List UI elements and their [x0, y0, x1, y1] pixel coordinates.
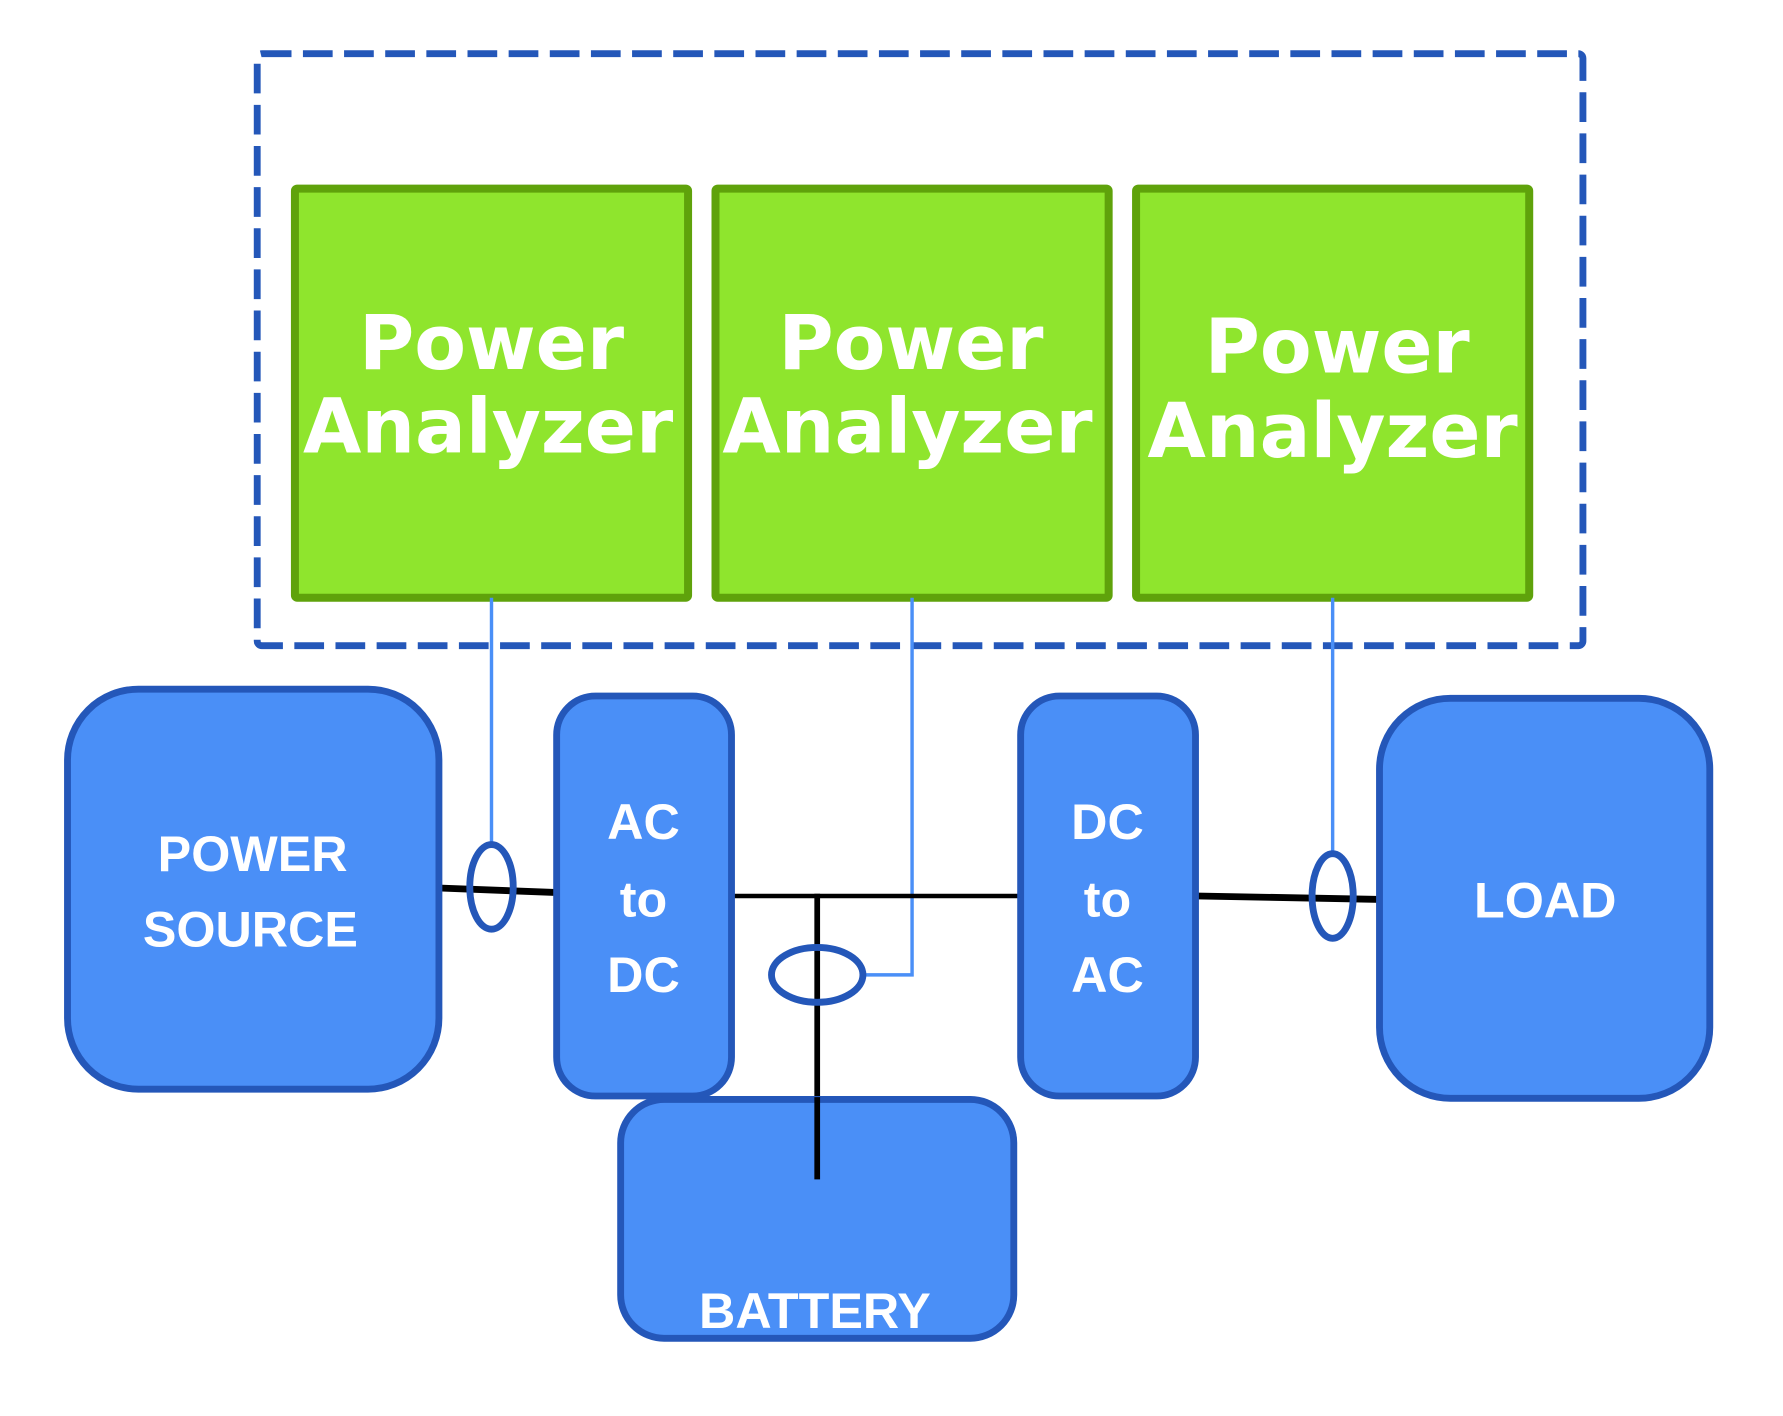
analyzer-group-boundary — [253, 50, 1587, 650]
battery-block[interactable]: BATTERY — [617, 1096, 1018, 1342]
ac-to-dc-converter-block[interactable]: AC to DC — [553, 692, 735, 1100]
dc-ac-label-line3: AC — [1071, 946, 1144, 1003]
power-analyzer-1[interactable]: Power Analyzer — [290, 184, 693, 602]
current-probe-1-icon — [466, 841, 517, 933]
analyzer-3-label-line1: Power — [1205, 303, 1470, 391]
analyzer-3-label-line2: Analyzer — [1148, 387, 1518, 475]
analyzer-1-label-line1: Power — [359, 299, 624, 387]
power-source-label-line1: POWER — [158, 825, 348, 882]
load-block[interactable]: LOAD — [1376, 694, 1714, 1102]
load-label: LOAD — [1474, 872, 1616, 929]
current-probe-2-icon — [768, 943, 867, 1006]
current-probe-3-icon — [1308, 850, 1357, 942]
dc-to-ac-converter-block[interactable]: DC to AC — [1017, 692, 1199, 1100]
power-analyzer-2[interactable]: Power Analyzer — [711, 184, 1113, 602]
analyzer-2-label-line1: Power — [778, 299, 1043, 387]
battery-label: BATTERY — [699, 1282, 931, 1339]
power-line-source-to-acdc — [438, 884, 558, 896]
analyzer-2-label-line2: Analyzer — [722, 383, 1092, 471]
ac-dc-label-line3: DC — [607, 946, 680, 1003]
ac-dc-label-line1: AC — [607, 793, 680, 850]
dc-ac-label-line2: to — [1084, 871, 1131, 928]
power-source-label-line2: SOURCE — [143, 900, 358, 957]
dc-ac-label-line1: DC — [1071, 793, 1144, 850]
ac-dc-label-line2: to — [620, 871, 667, 928]
power-analyzer-3[interactable]: Power Analyzer — [1132, 184, 1534, 602]
analyzer-1-label-line2: Analyzer — [303, 383, 673, 471]
power-source-block[interactable]: POWER SOURCE — [64, 685, 443, 1093]
probe-line-2 — [865, 597, 914, 977]
